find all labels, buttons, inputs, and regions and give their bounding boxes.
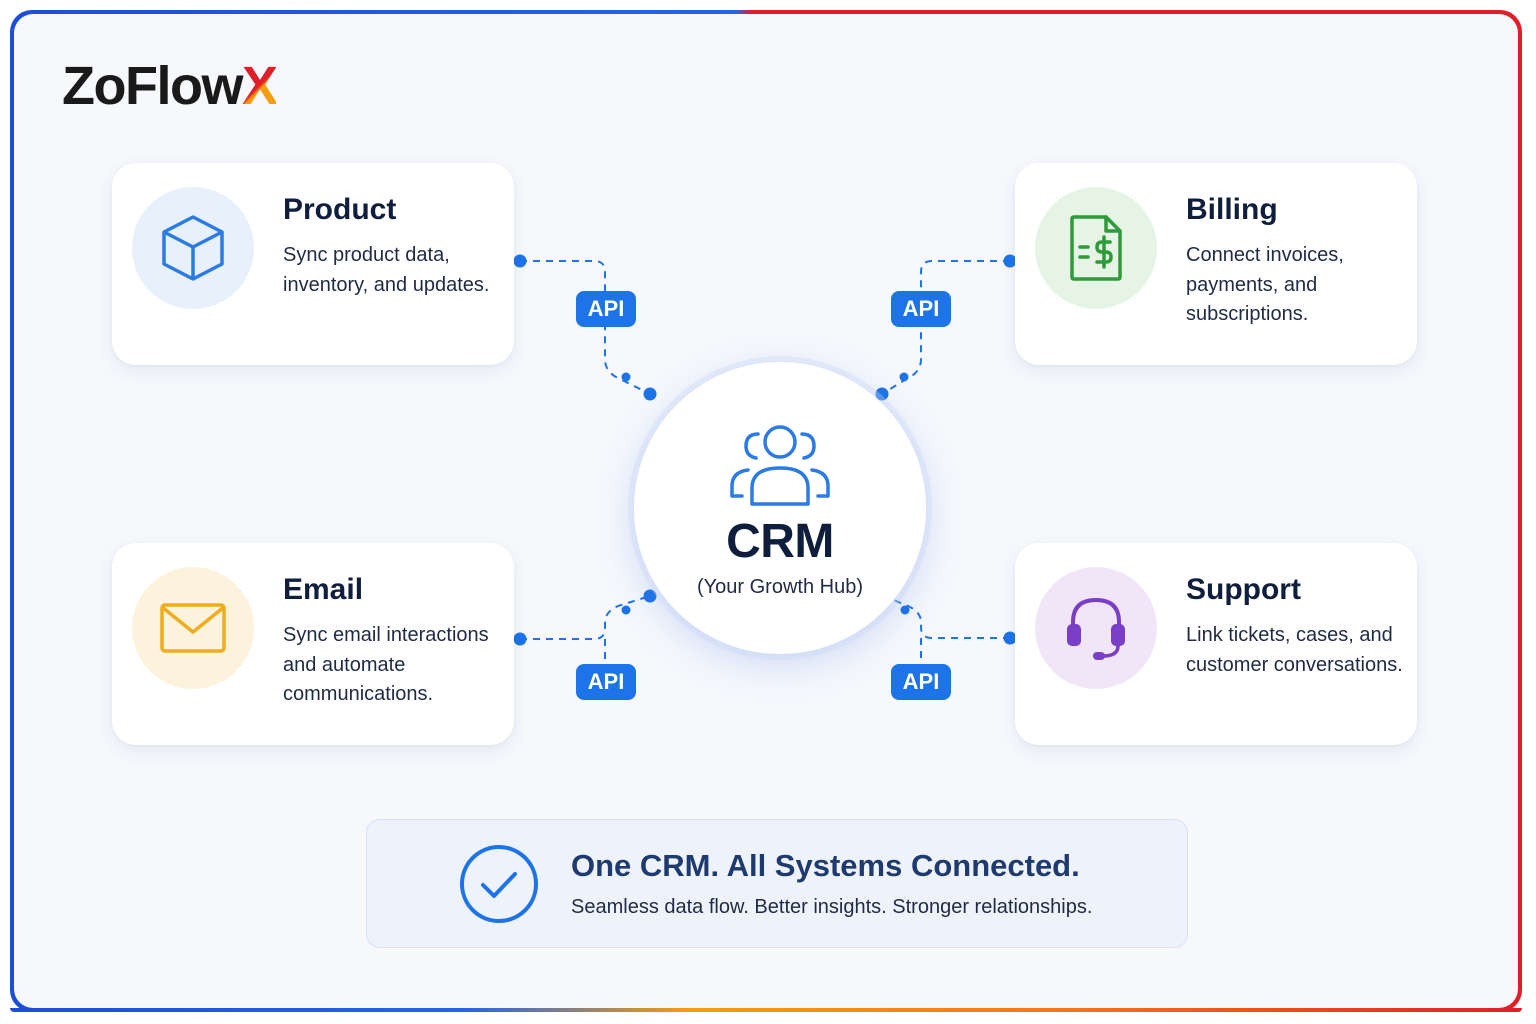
envelope-icon	[132, 567, 254, 689]
invoice-dollar-icon	[1035, 187, 1157, 309]
brand-name-main: ZoFlow	[62, 56, 243, 116]
card-title: Email	[283, 573, 364, 606]
api-badge-product: API	[576, 291, 636, 327]
card-description: Sync email interactions and automate com…	[283, 624, 489, 705]
dot	[621, 605, 631, 615]
banner-subtitle: Seamless data flow. Better insights. Str…	[571, 896, 1093, 918]
connector-email	[520, 595, 651, 640]
dot	[643, 589, 657, 603]
dot	[513, 254, 527, 268]
headset-icon	[1035, 567, 1157, 689]
dot	[875, 387, 889, 401]
hub-subtitle: (Your Growth Hub)	[697, 576, 863, 598]
connector-support	[883, 595, 1010, 639]
dot	[1003, 254, 1017, 268]
api-badge-support: API	[891, 664, 951, 700]
dot	[513, 632, 527, 646]
canvas: ZoFlowX API API API API	[14, 14, 1518, 1008]
card-description: Sync product data, inventory, and update…	[283, 244, 490, 296]
card-title: Billing	[1186, 193, 1278, 226]
dot	[1003, 631, 1017, 645]
card-description: Connect invoices, payments, and subscrip…	[1186, 244, 1344, 325]
card-product: Product Sync product data, inventory, an…	[112, 163, 514, 365]
card-billing: Billing Connect invoices, payments, and …	[1015, 163, 1417, 365]
users-group-icon	[728, 422, 832, 511]
card-support: Support Link tickets, cases, and custome…	[1015, 543, 1417, 745]
brand-logo: ZoFlowX	[62, 54, 278, 118]
card-title: Support	[1186, 573, 1301, 606]
connector-billing	[881, 260, 1010, 395]
api-badge-email: API	[576, 664, 636, 700]
hub-title: CRM	[726, 515, 834, 568]
crm-hub: CRM (Your Growth Hub)	[634, 362, 926, 654]
card-title: Product	[283, 193, 397, 226]
api-badge-billing: API	[891, 291, 951, 327]
brand-name-accent: X	[241, 56, 278, 116]
dot	[900, 605, 910, 615]
dot	[643, 387, 657, 401]
check-circle-icon	[459, 844, 539, 929]
dot	[899, 372, 909, 382]
frame-bottom-gradient	[10, 1008, 1522, 1012]
dot	[621, 372, 631, 382]
banner-title: One CRM. All Systems Connected.	[571, 848, 1080, 883]
connector-product	[520, 260, 651, 395]
card-email: Email Sync email interactions and automa…	[112, 543, 514, 745]
card-description: Link tickets, cases, and customer conver…	[1186, 624, 1403, 676]
api-connectors	[513, 254, 1017, 668]
cube-icon	[132, 187, 254, 309]
summary-banner: One CRM. All Systems Connected. Seamless…	[366, 819, 1188, 948]
